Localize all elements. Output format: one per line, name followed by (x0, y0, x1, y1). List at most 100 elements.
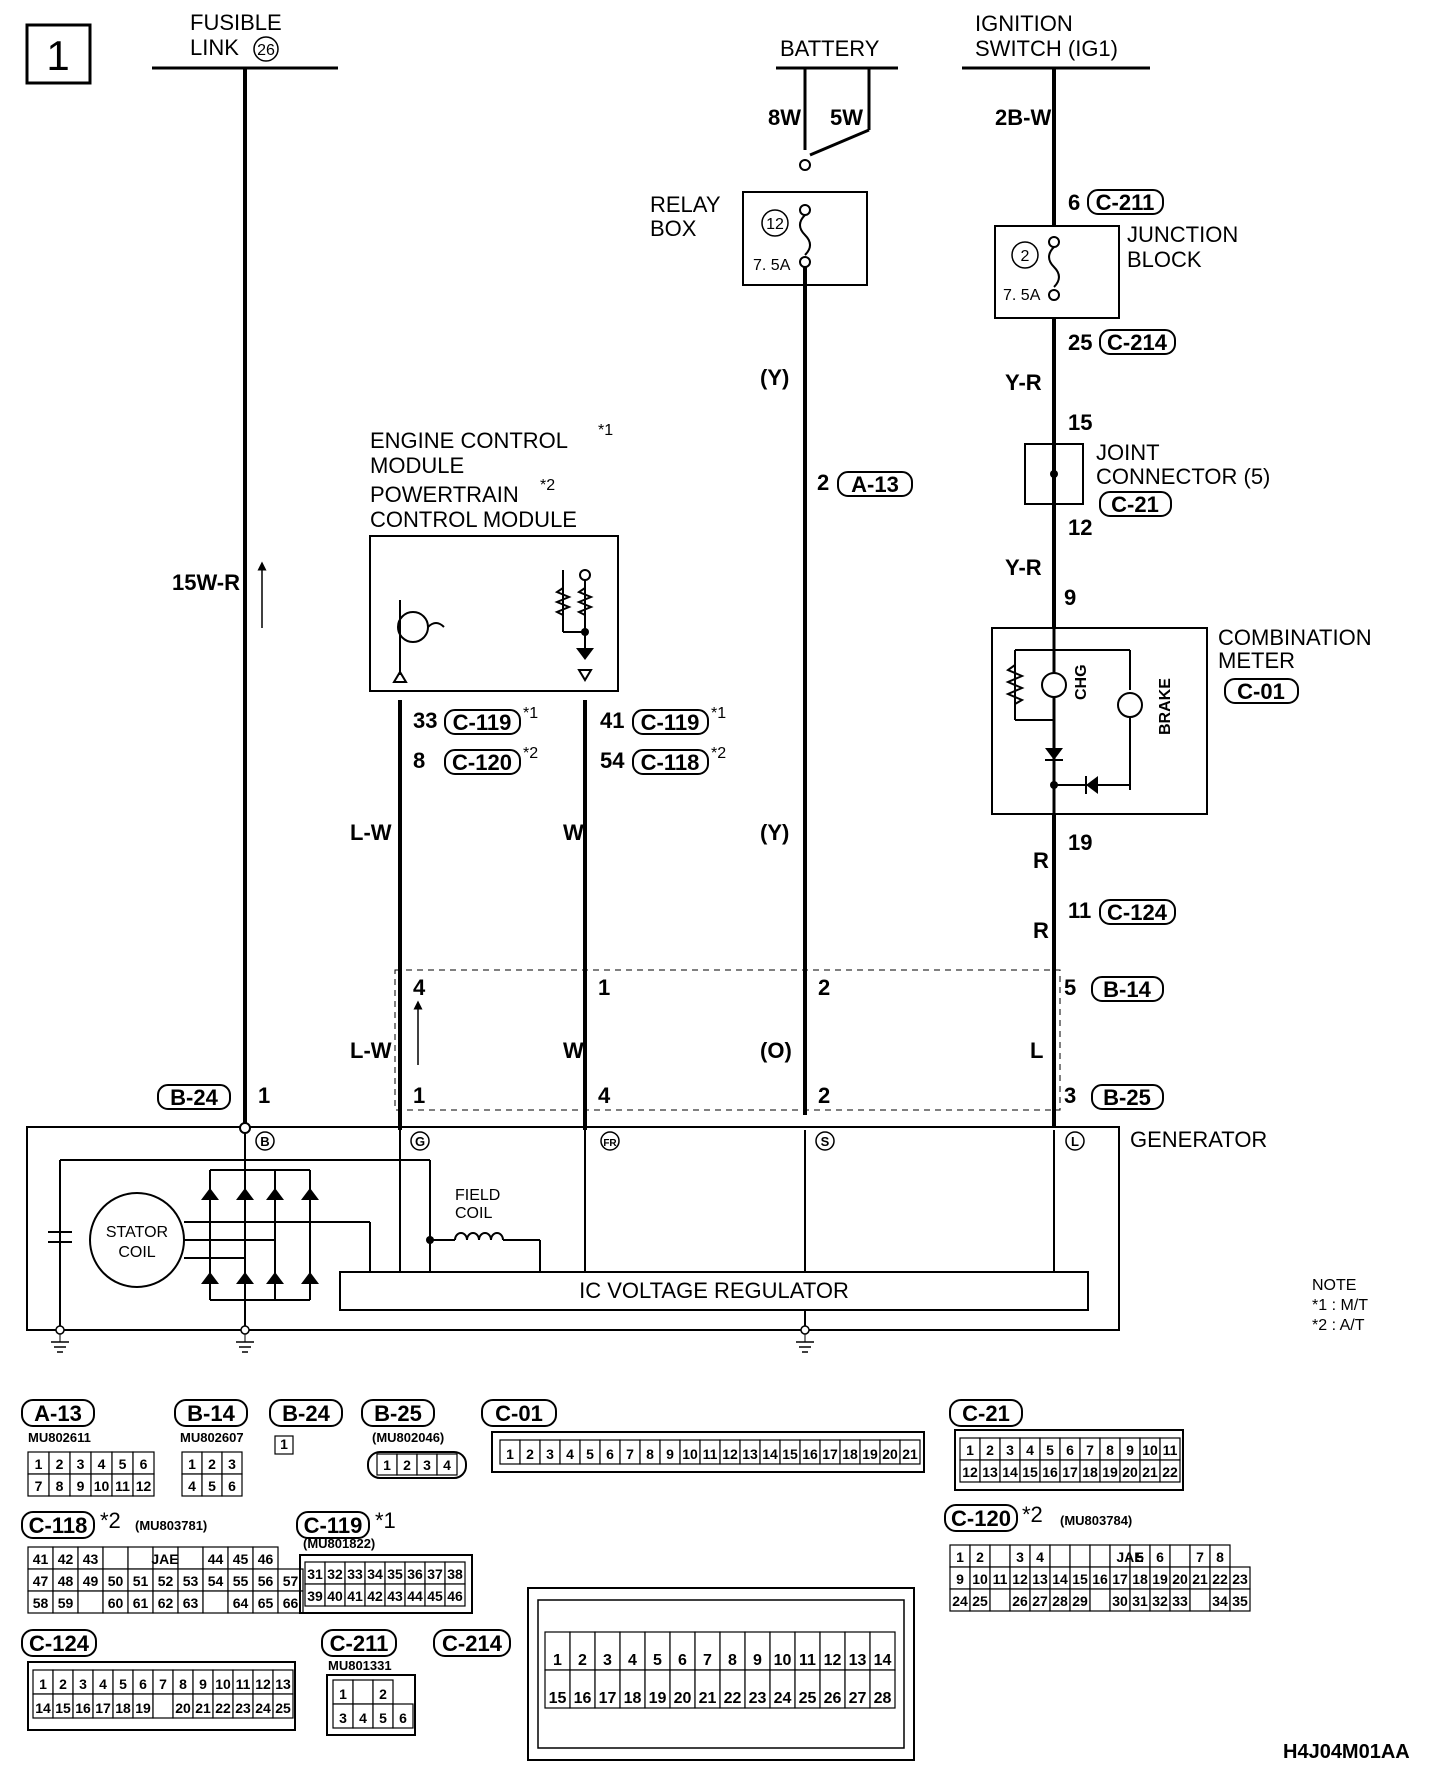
connector-pin-number: 8 (646, 1446, 654, 1462)
connector-pin-number: 6 (228, 1478, 236, 1494)
connector-pin-number: 50 (108, 1573, 124, 1589)
connector-pin-number: 23 (1232, 1571, 1248, 1587)
connector-pin-number: 3 (79, 1676, 87, 1692)
connector-pin-number: 23 (235, 1700, 251, 1716)
connector-cavity (719, 1669, 746, 1709)
svg-text:CHG: CHG (1073, 664, 1090, 700)
connector-pin-number: 19 (135, 1700, 151, 1716)
connector-label: C-01 (495, 1401, 543, 1426)
connector-pin-number: 10 (774, 1652, 792, 1669)
connector-cavity (177, 1546, 204, 1570)
connector-pin-number: 43 (83, 1551, 99, 1567)
connector-pin-number: 4 (99, 1676, 107, 1692)
wire-label-w: W (563, 820, 584, 845)
connector-pin-number: 43 (387, 1588, 403, 1604)
connector-pin-number: 22 (215, 1700, 231, 1716)
connector-pin-number: 11 (703, 1446, 718, 1462)
svg-text:2: 2 (818, 975, 830, 1000)
connector-pin-number: 18 (1132, 1571, 1148, 1587)
connector-cavity (444, 1583, 466, 1607)
svg-text:B-25: B-25 (1103, 1085, 1151, 1110)
svg-text:B-24: B-24 (170, 1085, 218, 1110)
wire-label-w: W (563, 1038, 584, 1063)
svg-text:*1 : M/T: *1 : M/T (1312, 1297, 1368, 1314)
connector-c214: C-214 (1107, 330, 1168, 355)
connector-pin-number: 2 (526, 1446, 534, 1462)
connector-pin-number: 2 (59, 1676, 67, 1692)
connector-pin-number: 17 (822, 1446, 838, 1462)
connector-pin-number: 15 (1072, 1571, 1088, 1587)
connector-pin-number: 3 (228, 1456, 236, 1472)
connector-pin-number: 9 (666, 1446, 674, 1462)
part-number: (MU803781) (135, 1518, 207, 1533)
connector-pin-number: 41 (347, 1588, 363, 1604)
connector-pin-number: 20 (882, 1446, 898, 1462)
connector-pin-number: 6 (399, 1710, 407, 1726)
connector-pin-number: 36 (407, 1566, 423, 1582)
connector-pin-number: 5 (1136, 1549, 1144, 1565)
wire-label-y-r: Y-R (1005, 370, 1042, 395)
connector-pin-number: 45 (427, 1588, 443, 1604)
ground-symbols (51, 1325, 814, 1353)
connector-pin-number: 3 (1006, 1442, 1014, 1458)
connector-pin-number: 16 (75, 1700, 91, 1716)
pin-c214: 25 (1068, 330, 1092, 355)
svg-text:8W: 8W (768, 105, 801, 130)
connector-pin-number: 13 (742, 1446, 758, 1462)
connector-pin-number: 14 (1052, 1571, 1068, 1587)
connector-pin-number: 9 (77, 1478, 85, 1494)
connector-pin-number: 31 (1132, 1593, 1148, 1609)
connector-pin-number: 24 (255, 1700, 271, 1716)
note-marker: *1 (375, 1508, 396, 1533)
connector-pin-number: 58 (33, 1595, 49, 1611)
svg-text:SWITCH (IG1): SWITCH (IG1) (975, 36, 1118, 61)
connector-pin-number: 4 (188, 1478, 196, 1494)
svg-text:CONNECTOR (5): CONNECTOR (5) (1096, 464, 1270, 489)
connector-shell (326, 1674, 416, 1736)
wire-label-15w-r: 15W-R (172, 570, 240, 595)
connector-cavity (352, 1679, 374, 1705)
connector-cavity (1049, 1544, 1071, 1568)
connector-shell (27, 1661, 296, 1731)
connector-pin-number: 9 (753, 1652, 762, 1669)
svg-text:1: 1 (598, 975, 610, 1000)
connector-label: B-25 (374, 1401, 422, 1426)
connector-pin-number: 17 (95, 1700, 111, 1716)
connector-pin-number: 26 (1012, 1593, 1028, 1609)
connector-cavity (594, 1631, 621, 1671)
connector-pin-number: 42 (58, 1551, 74, 1567)
wire-label-y: (Y) (760, 365, 789, 390)
svg-text:C-119: C-119 (641, 710, 700, 735)
connector-cavity (989, 1588, 1011, 1612)
pin-c124: 11 (1068, 898, 1091, 923)
battery-source: BATTERY 8W 5W (768, 36, 898, 157)
svg-text:C-118: C-118 (641, 750, 700, 775)
svg-text:5W: 5W (830, 105, 863, 130)
connector-cavity (277, 1590, 304, 1614)
junction-block: JUNCTION BLOCK 2 7. 5A (994, 222, 1238, 319)
svg-text:RELAY: RELAY (650, 192, 721, 217)
connector-pin-number: 2 (403, 1457, 411, 1473)
connector-pin-number: 33 (347, 1566, 363, 1582)
connector-cavity (899, 1439, 921, 1465)
connector-pin-number: 10 (94, 1478, 110, 1494)
connector-pin-number: 21 (902, 1446, 918, 1462)
connector-pin-number: 20 (175, 1700, 191, 1716)
svg-text:2: 2 (1021, 248, 1030, 265)
connector-label-frame (269, 1399, 343, 1427)
connector-cavity (152, 1693, 174, 1719)
connector-label: B-14 (187, 1401, 235, 1426)
connector-pin-number: 5 (119, 1456, 127, 1472)
connector-pin-number: 1 (39, 1676, 47, 1692)
connector-cavity (127, 1546, 154, 1570)
connector-cavity (794, 1669, 821, 1709)
connector-pin-number: 7 (1086, 1442, 1094, 1458)
svg-text:*2 : A/T: *2 : A/T (1312, 1317, 1365, 1334)
engine-control-module: ENGINE CONTROL *1 MODULE POWERTRAIN *2 C… (369, 422, 619, 692)
connector-pin-number: 56 (258, 1573, 274, 1589)
connector-pin-number: 22 (724, 1690, 742, 1707)
connector-pin-number: 2 (208, 1456, 216, 1472)
svg-text:BATTERY: BATTERY (780, 36, 880, 61)
connector-pin-number: 12 (136, 1478, 152, 1494)
